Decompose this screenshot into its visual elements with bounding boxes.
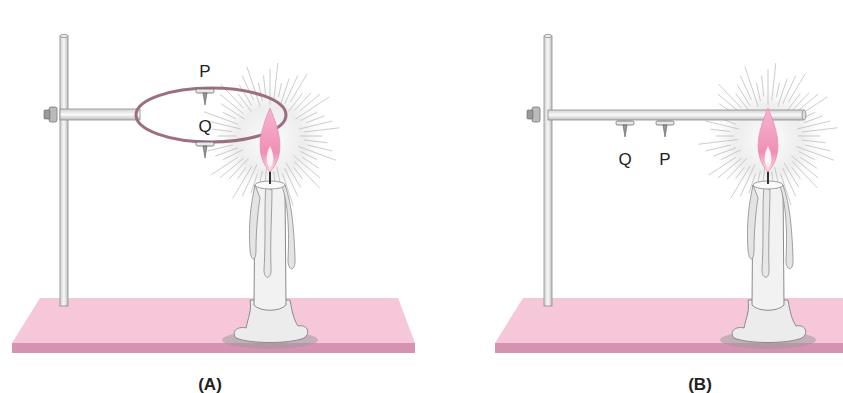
light-ray <box>299 121 332 129</box>
light-ray <box>798 136 820 137</box>
light-ray <box>802 128 838 132</box>
light-ray <box>242 75 253 100</box>
light-ray <box>294 161 319 188</box>
light-ray <box>218 136 236 137</box>
light-ray <box>731 166 750 198</box>
light-ray <box>797 121 830 129</box>
light-ray <box>736 93 750 111</box>
light-ray <box>792 93 809 111</box>
light-ray <box>306 116 325 123</box>
light-ray <box>294 93 311 111</box>
light-ray <box>300 136 322 137</box>
light-ray <box>301 112 317 120</box>
light-ray <box>294 167 303 178</box>
light-ray <box>762 75 764 96</box>
wax-pin <box>196 142 214 158</box>
light-ray <box>264 75 266 96</box>
light-ray <box>239 84 252 105</box>
pin-label: Q <box>618 151 631 168</box>
light-ray <box>208 121 241 129</box>
light-ray <box>792 167 801 178</box>
light-ray <box>737 84 750 105</box>
light-ray <box>258 83 262 101</box>
light-ray <box>238 93 252 111</box>
pin-label: P <box>199 63 210 80</box>
light-ray <box>285 75 298 103</box>
wax-pin <box>656 121 674 137</box>
light-ray <box>698 140 738 145</box>
light-ray <box>716 136 734 137</box>
light-ray <box>706 121 739 129</box>
light-ray <box>706 145 731 151</box>
light-ray <box>783 75 796 103</box>
wax-pin <box>616 121 634 137</box>
light-ray <box>302 157 319 168</box>
light-ray <box>772 63 776 101</box>
retort-stand <box>527 34 552 306</box>
light-ray <box>301 151 317 159</box>
light-ray <box>721 150 741 160</box>
light-ray <box>778 79 787 107</box>
light-ray <box>745 67 758 107</box>
light-ray <box>278 83 281 97</box>
pin-label: Q <box>198 118 211 135</box>
light-ray <box>756 83 760 101</box>
light-ray <box>799 151 815 159</box>
candle <box>720 108 816 349</box>
light-ray <box>304 140 328 143</box>
light-ray <box>740 75 751 100</box>
light-ray <box>211 157 238 175</box>
light-ray <box>212 129 232 131</box>
wax-pin <box>196 89 214 105</box>
panel-label: (B) <box>688 376 712 393</box>
panel-label: (A) <box>198 376 222 393</box>
light-ray <box>792 161 817 188</box>
light-ray <box>709 157 736 175</box>
light-ray <box>274 63 278 101</box>
light-ray <box>233 166 252 198</box>
pin-label: P <box>659 151 670 168</box>
light-ray <box>710 129 730 131</box>
light-ray <box>768 69 769 105</box>
light-ray <box>776 83 779 97</box>
light-ray <box>798 94 818 111</box>
light-ray <box>223 112 236 118</box>
light-ray <box>223 150 243 160</box>
retort-stand <box>44 34 140 306</box>
light-ray <box>280 79 289 107</box>
light-ray <box>800 157 817 168</box>
candle <box>222 108 318 349</box>
light-ray <box>304 128 340 132</box>
light-ray <box>802 140 826 143</box>
base-plate <box>12 298 415 353</box>
light-ray <box>307 145 332 151</box>
light-ray <box>247 67 260 107</box>
light-ray <box>805 145 830 151</box>
light-ray <box>804 116 823 123</box>
light-ray <box>713 148 736 156</box>
light-ray <box>215 148 238 156</box>
light-ray <box>300 94 320 111</box>
